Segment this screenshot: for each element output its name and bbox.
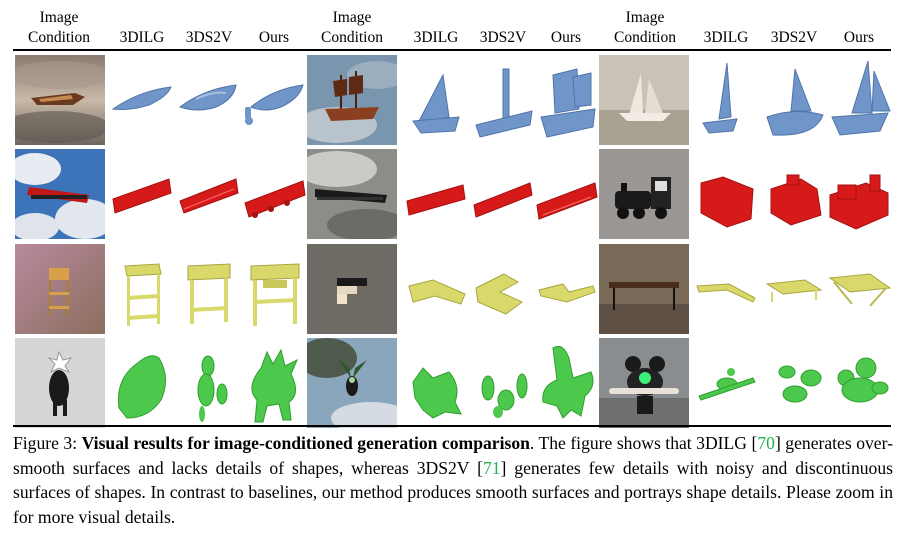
citation-link-70[interactable]: 70 — [757, 433, 775, 453]
result-3ds2v-robot — [761, 338, 827, 428]
row-boats — [13, 55, 891, 145]
citation-link-71[interactable]: 71 — [482, 457, 501, 478]
result-3dilg-pirate-ship — [403, 55, 469, 145]
result-3dilg-speedboat — [109, 55, 175, 145]
result-3ds2v-bench — [761, 244, 827, 334]
result-3dilg-black-train — [403, 149, 469, 239]
result-ours-robot — [826, 338, 892, 428]
result-3dilg-nightstand — [109, 244, 175, 334]
condition-image-sofa — [307, 244, 397, 334]
condition-image-bench — [599, 244, 689, 334]
result-3dilg-sailboat — [693, 55, 759, 145]
condition-image-robot — [599, 338, 689, 428]
condition-image-toy-locomotive — [599, 149, 689, 239]
condition-image-spiky-creature — [15, 338, 105, 428]
header-3ds2v: 3DS2V — [770, 29, 818, 46]
header-ours: Ours — [843, 29, 875, 46]
result-3ds2v-sofa — [470, 244, 536, 334]
result-ours-sofa — [533, 244, 599, 334]
result-3dilg-robot — [693, 338, 759, 428]
result-3dilg-sofa — [403, 244, 469, 334]
result-3ds2v-spiky-creature — [176, 338, 242, 428]
header-3dilg: 3DILG — [119, 29, 165, 46]
caption-text-3: ] generates few details with noisy and d… — [13, 457, 893, 527]
result-ours-black-train — [533, 149, 599, 239]
header-3dilg: 3DILG — [703, 29, 749, 46]
header-rule — [13, 49, 891, 51]
caption-title: Visual results for image-conditioned gen… — [81, 433, 530, 453]
result-3ds2v-red-train — [176, 149, 242, 239]
condition-image-sailboat — [599, 55, 689, 145]
caption-text-2: ] generates over-smooth surfaces and lac… — [13, 433, 893, 478]
result-3ds2v-pirate-ship — [470, 55, 536, 145]
row-creatures — [13, 338, 891, 428]
row-trains — [13, 149, 891, 239]
condition-image-winged-creature — [307, 338, 397, 428]
condition-image-red-train — [15, 149, 105, 239]
result-ours-spiky-creature — [241, 338, 307, 428]
caption-text-1: . The figure shows that 3DILG [ — [529, 433, 758, 453]
condition-image-nightstand — [15, 244, 105, 334]
result-3dilg-spiky-creature — [109, 338, 175, 428]
header-ours: Ours — [258, 29, 290, 46]
result-3ds2v-toy-locomotive — [761, 149, 827, 239]
result-3ds2v-speedboat — [176, 55, 242, 145]
result-ours-speedboat — [241, 55, 307, 145]
result-3ds2v-nightstand — [176, 244, 242, 334]
header-3ds2v: 3DS2V — [479, 29, 527, 46]
result-3dilg-winged-creature — [403, 338, 469, 428]
condition-image-speedboat — [15, 55, 105, 145]
result-3dilg-red-train — [109, 149, 175, 239]
result-ours-red-train — [241, 149, 307, 239]
result-3ds2v-black-train — [470, 149, 536, 239]
result-ours-winged-creature — [533, 338, 599, 428]
result-3ds2v-sailboat — [761, 55, 827, 145]
caption-label: Figure 3: — [13, 433, 78, 453]
result-ours-toy-locomotive — [826, 149, 892, 239]
condition-image-black-train — [307, 149, 397, 239]
row-furniture — [13, 244, 892, 334]
header-3dilg: 3DILG — [413, 29, 459, 46]
result-ours-pirate-ship — [533, 55, 599, 145]
figure-caption: Figure 3: Visual results for image-condi… — [13, 431, 893, 529]
header-3ds2v: 3DS2V — [185, 29, 233, 46]
result-ours-sailboat — [826, 55, 892, 145]
result-3ds2v-winged-creature — [470, 338, 536, 428]
condition-image-pirate-ship — [307, 55, 397, 145]
result-3dilg-toy-locomotive — [693, 149, 759, 239]
result-3dilg-bench — [693, 244, 759, 334]
result-ours-nightstand — [241, 244, 307, 334]
result-ours-bench — [826, 244, 892, 334]
bottom-rule — [13, 425, 891, 427]
header-ours: Ours — [550, 29, 582, 46]
